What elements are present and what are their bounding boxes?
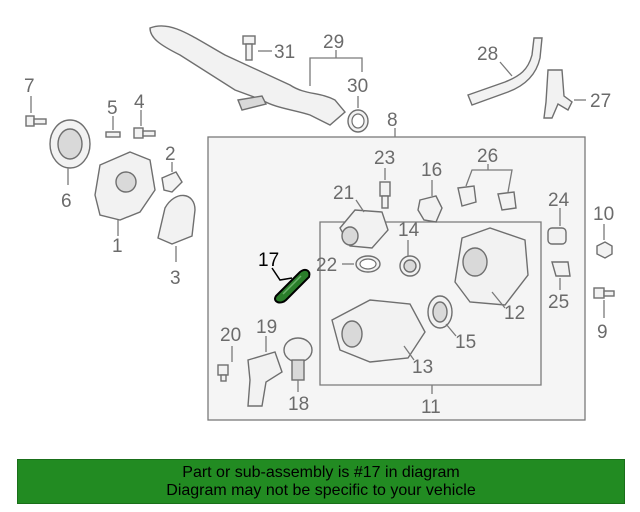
o-ring-15-part[interactable]: [427, 295, 453, 329]
callout-5: 5: [107, 98, 118, 119]
callout-20: 20: [220, 325, 241, 346]
callout-6: 6: [61, 191, 72, 212]
clip-25-part[interactable]: [551, 261, 571, 277]
callout-30: 30: [347, 76, 368, 97]
callout-25: 25: [548, 292, 569, 313]
gasket-2-part[interactable]: [161, 171, 183, 193]
gasket-16-part[interactable]: [417, 195, 443, 223]
callout-27: 27: [590, 91, 611, 112]
connector-14-part[interactable]: [399, 255, 421, 277]
leader-15: [445, 323, 457, 337]
nut-10-part[interactable]: [596, 241, 613, 259]
leader-21: [355, 199, 365, 213]
bolt-5-part[interactable]: [105, 131, 121, 138]
banner-line-part-info: Part or sub-assembly is #17 in diagram: [182, 463, 460, 481]
pulley-6-part[interactable]: [49, 119, 91, 169]
callout-8: 8: [387, 110, 398, 131]
o-ring-30-part[interactable]: [347, 109, 369, 133]
leader-12: [491, 291, 506, 309]
bolt-4-part[interactable]: [133, 127, 156, 139]
callout-9: 9: [597, 322, 608, 343]
bolt-20-part[interactable]: [217, 364, 229, 382]
gasket-17-part-highlighted[interactable]: [274, 268, 311, 304]
housing-12-part[interactable]: [454, 227, 529, 306]
callout-22: 22: [316, 255, 337, 276]
leader-26: [465, 169, 513, 193]
callout-21: 21: [333, 183, 354, 204]
callout-15: 15: [455, 332, 476, 353]
callout-19: 19: [256, 317, 277, 338]
sensor-23-part[interactable]: [379, 181, 391, 209]
callout-4: 4: [134, 92, 145, 113]
coolant-pipe-part[interactable]: [149, 25, 346, 126]
gasket-3-part[interactable]: [157, 194, 196, 245]
callout-7: 7: [24, 76, 35, 97]
bolt-9-part[interactable]: [593, 287, 615, 299]
callout-10: 10: [593, 204, 614, 225]
o-ring-22-part[interactable]: [355, 255, 381, 273]
leader-17: [271, 267, 293, 281]
thermostat-18-part[interactable]: [283, 337, 313, 381]
water-pump-impeller: [115, 171, 137, 193]
callout-17: 17: [258, 250, 279, 271]
parts-diagram: 1 2 3 4 5 6 7 8 9 10 11 12 13 14 15 16 1…: [24, 25, 615, 421]
callout-16: 16: [421, 160, 442, 181]
banner-line-disclaimer: Diagram may not be specific to your vehi…: [166, 481, 476, 499]
callout-31: 31: [274, 42, 295, 63]
callout-24: 24: [548, 190, 570, 211]
bolt-31-part[interactable]: [242, 35, 256, 61]
callout-23: 23: [374, 148, 395, 169]
leader-13: [403, 345, 415, 361]
sensor-26-part[interactable]: [457, 185, 517, 211]
callout-13: 13: [412, 357, 433, 378]
leader-28: [499, 61, 513, 77]
callout-14: 14: [398, 220, 420, 241]
callout-1: 1: [112, 236, 123, 257]
callout-12: 12: [504, 303, 525, 324]
outlet-19-part[interactable]: [247, 351, 283, 407]
assembly-frame-11: [319, 221, 542, 386]
pipe-27-part[interactable]: [543, 69, 573, 119]
hose-28-part[interactable]: [467, 37, 543, 106]
callout-29: 29: [323, 32, 344, 53]
callout-28: 28: [477, 44, 498, 65]
callout-3: 3: [170, 268, 181, 289]
sensor-24-part[interactable]: [547, 227, 567, 245]
housing-21-part[interactable]: [339, 209, 389, 249]
callout-11: 11: [421, 397, 441, 418]
info-banner: Part or sub-assembly is #17 in diagram D…: [17, 459, 625, 504]
callout-2: 2: [165, 144, 176, 165]
housing-13-part[interactable]: [331, 299, 426, 363]
callout-26: 26: [477, 146, 498, 167]
callout-18: 18: [288, 394, 309, 415]
bolt-7-part[interactable]: [25, 115, 47, 127]
